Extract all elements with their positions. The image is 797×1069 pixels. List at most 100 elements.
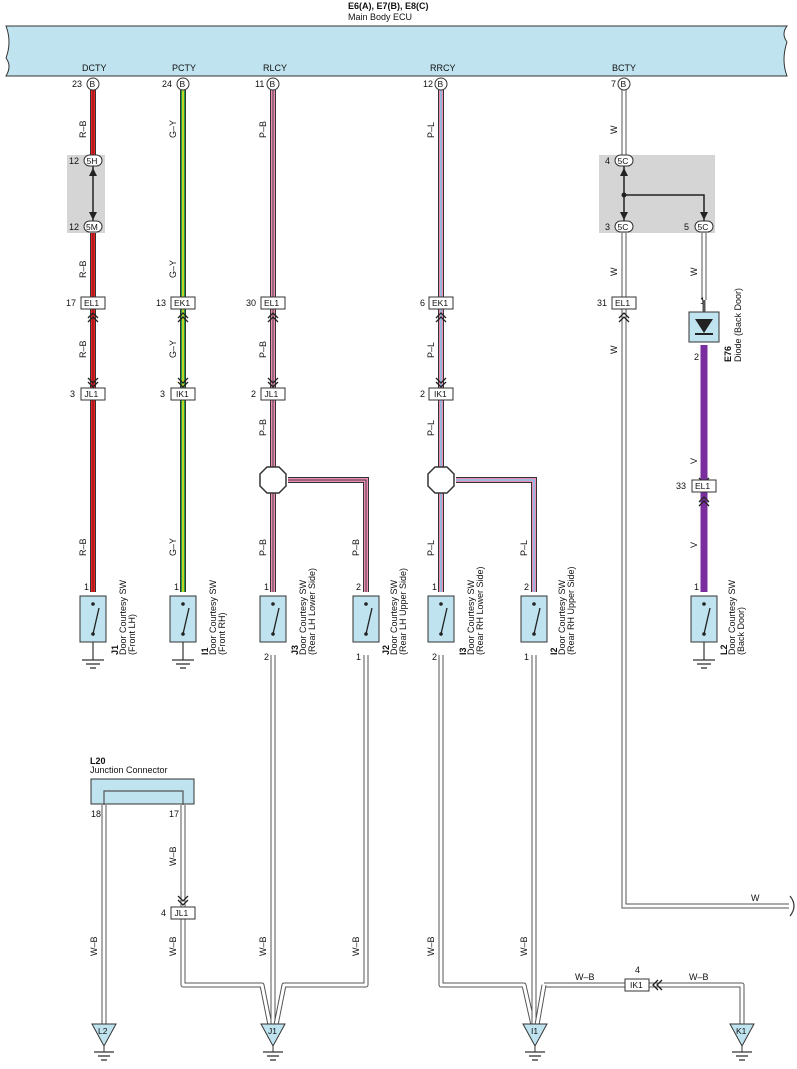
svg-text:J1: J1 bbox=[268, 1026, 277, 1036]
svg-text:IK1: IK1 bbox=[176, 389, 189, 399]
svg-text:(Front RH): (Front RH) bbox=[217, 612, 227, 655]
svg-text:W–B: W–B bbox=[168, 846, 178, 866]
svg-text:(Rear LH Upper Side): (Rear LH Upper Side) bbox=[398, 568, 408, 655]
svg-text:V: V bbox=[689, 458, 699, 464]
svg-text:2: 2 bbox=[264, 652, 269, 662]
svg-text:B: B bbox=[270, 79, 276, 89]
svg-text:V: V bbox=[689, 542, 699, 548]
switch-j3-rear-lh-lower: 1 2 J3 Door Courtesy SW (Rear LH Lower S… bbox=[259, 568, 317, 662]
svg-text:2: 2 bbox=[420, 389, 425, 399]
diode-name: Diode (Back Door) bbox=[733, 288, 743, 362]
svg-text:W–B: W–B bbox=[168, 936, 178, 956]
svg-text:Door Courtesy SW: Door Courtesy SW bbox=[208, 579, 218, 655]
junction-connector-l20: L20 Junction Connector 18 17 bbox=[90, 756, 195, 819]
svg-text:P–L: P–L bbox=[426, 122, 436, 138]
ecu-pin-rrcy: B 12 bbox=[423, 77, 448, 91]
terminal-pcty: PCTY bbox=[172, 63, 196, 73]
svg-text:5C: 5C bbox=[618, 222, 629, 232]
svg-text:P–B: P–B bbox=[258, 121, 268, 138]
svg-text:3: 3 bbox=[160, 389, 165, 399]
wire-rrcy bbox=[438, 90, 537, 592]
switch-i1-front-rh: 1 I1 Door Courtesy SW (Front RH) bbox=[169, 579, 227, 669]
svg-text:R–B: R–B bbox=[78, 120, 88, 138]
svg-text:B: B bbox=[438, 79, 444, 89]
svg-text:W–B: W–B bbox=[258, 936, 268, 956]
svg-text:R–B: R–B bbox=[78, 538, 88, 556]
svg-text:W: W bbox=[689, 267, 699, 276]
switch-j2-rear-lh-upper: 2 1 J2 Door Courtesy SW (Rear LH Upper S… bbox=[352, 568, 408, 662]
svg-text:3: 3 bbox=[70, 389, 75, 399]
svg-text:33: 33 bbox=[676, 481, 686, 491]
svg-text:(Rear LH Lower Side): (Rear LH Lower Side) bbox=[307, 568, 317, 655]
svg-text:L2: L2 bbox=[719, 644, 729, 655]
svg-text:W–B: W–B bbox=[519, 936, 529, 956]
svg-text:2: 2 bbox=[251, 389, 256, 399]
svg-text:W–B: W–B bbox=[89, 936, 99, 956]
svg-text:2: 2 bbox=[432, 652, 437, 662]
svg-text:(Rear RH Upper Side): (Rear RH Upper Side) bbox=[566, 566, 576, 655]
svg-text:W–B: W–B bbox=[575, 972, 595, 982]
svg-text:1: 1 bbox=[694, 582, 699, 592]
svg-text:I1: I1 bbox=[531, 1026, 538, 1036]
svg-text:EL1: EL1 bbox=[84, 298, 99, 308]
ecu-id: E6(A), E7(B), E8(C) bbox=[348, 1, 429, 11]
svg-text:P–B: P–B bbox=[351, 539, 361, 556]
svg-text:Door Courtesy SW: Door Courtesy SW bbox=[727, 579, 737, 655]
svg-text:18: 18 bbox=[91, 809, 101, 819]
svg-text:W: W bbox=[609, 125, 619, 134]
svg-text:6: 6 bbox=[420, 298, 425, 308]
svg-text:Door Courtesy SW: Door Courtesy SW bbox=[466, 579, 476, 655]
svg-text:K1: K1 bbox=[736, 1026, 747, 1036]
junction-5h-5m: 5H 12 5M 12 bbox=[67, 154, 105, 233]
svg-text:G–Y: G–Y bbox=[168, 120, 178, 138]
svg-text:2: 2 bbox=[356, 582, 361, 592]
svg-text:(Front LH): (Front LH) bbox=[127, 614, 137, 655]
svg-text:W–B: W–B bbox=[689, 972, 709, 982]
svg-text:I3: I3 bbox=[458, 647, 468, 655]
svg-text:P–B: P–B bbox=[258, 419, 268, 436]
ecu-pin-rlcy: B 11 bbox=[255, 77, 280, 91]
svg-text:Door Courtesy SW: Door Courtesy SW bbox=[298, 579, 308, 655]
svg-text:P–L: P–L bbox=[426, 342, 436, 358]
svg-text:4: 4 bbox=[605, 156, 610, 166]
connector-el1-bcty: EL1 31 bbox=[597, 296, 637, 323]
svg-text:EL1: EL1 bbox=[695, 481, 710, 491]
svg-text:24: 24 bbox=[162, 79, 172, 89]
svg-text:5: 5 bbox=[684, 222, 689, 232]
ground-i1: I1 bbox=[522, 1023, 548, 1061]
svg-text:EK1: EK1 bbox=[174, 298, 190, 308]
svg-text:I1: I1 bbox=[200, 647, 210, 655]
terminal-rlcy: RLCY bbox=[263, 63, 287, 73]
svg-text:(Back Door): (Back Door) bbox=[736, 607, 746, 655]
wire-rlcy bbox=[270, 90, 369, 592]
ecu-body bbox=[5, 25, 788, 77]
svg-text:5H: 5H bbox=[87, 156, 98, 166]
svg-text:P–L: P–L bbox=[426, 420, 436, 436]
svg-text:I2: I2 bbox=[549, 647, 559, 655]
switch-l2-back-door: 1 L2 Door Courtesy SW (Back Door) bbox=[690, 579, 746, 669]
svg-text:P–B: P–B bbox=[258, 539, 268, 556]
splice-rrcy bbox=[427, 466, 455, 494]
wire-ground bbox=[101, 655, 745, 1026]
terminal-bcty: BCTY bbox=[612, 63, 636, 73]
svg-text:B: B bbox=[90, 79, 96, 89]
svg-text:31: 31 bbox=[597, 298, 607, 308]
svg-text:17: 17 bbox=[169, 809, 179, 819]
svg-text:IK1: IK1 bbox=[434, 389, 447, 399]
ecu-pin-pcty: B 24 bbox=[162, 77, 190, 91]
ecu-pin-bcty: B 7 bbox=[611, 77, 631, 91]
connector-ik1-rrcy: IK1 2 bbox=[420, 377, 454, 401]
svg-text:1: 1 bbox=[264, 582, 269, 592]
switch-i3-rear-rh-lower: 1 2 I3 Door Courtesy SW (Rear RH Lower S… bbox=[427, 566, 485, 662]
terminal-rrcy: RRCY bbox=[430, 63, 456, 73]
svg-text:J1: J1 bbox=[110, 645, 120, 655]
connector-ik1-ground: 4 IK1 bbox=[624, 965, 663, 992]
svg-text:1: 1 bbox=[524, 652, 529, 662]
svg-text:2: 2 bbox=[694, 352, 699, 362]
svg-text:G–Y: G–Y bbox=[168, 260, 178, 278]
connector-jl1-ground: JL1 4 bbox=[161, 895, 196, 920]
connector-el1-dcty: EL1 17 bbox=[66, 296, 106, 323]
diode-id: E76 bbox=[723, 346, 733, 362]
connector-ek1-pcty: EK1 13 bbox=[156, 296, 196, 323]
svg-text:13: 13 bbox=[156, 298, 166, 308]
